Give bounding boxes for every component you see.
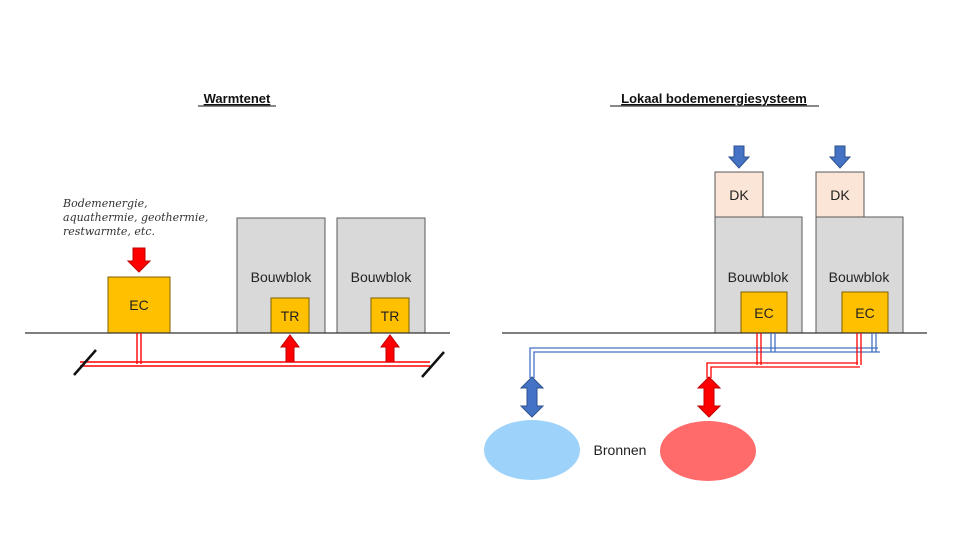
- roof-unit-1-label: DK: [729, 187, 749, 203]
- right-energy-center-1: [740, 291, 788, 334]
- sources-line-2: aquathermie, geothermie,: [63, 211, 208, 224]
- cold-well: [484, 420, 580, 480]
- right-building-2-label: Bouwblok: [829, 269, 891, 285]
- right-energy-center-2-label: EC: [855, 305, 874, 321]
- cold-well-double-arrow-icon: [519, 376, 545, 418]
- hot-well-double-arrow-icon: [696, 376, 722, 418]
- pipe-end-right: [421, 351, 445, 378]
- heat-network-pipes: [80, 333, 430, 367]
- left-title: Warmtenet: [204, 91, 271, 106]
- left-energy-center-label: EC: [129, 297, 148, 313]
- roof-unit-1: [714, 171, 764, 218]
- left-building-2-label: Bouwblok: [351, 269, 413, 285]
- substation-1-label: TR: [281, 308, 300, 324]
- hot-well: [660, 421, 756, 481]
- right-title: Lokaal bodemenergiesysteem: [621, 91, 807, 106]
- pipe-end-left: [73, 349, 97, 376]
- heat-input-arrow-icon: [126, 247, 152, 273]
- right-energy-center-2: [841, 291, 889, 334]
- wells-label: Bronnen: [594, 442, 647, 458]
- hot-pipes: [706, 333, 862, 378]
- right-energy-center-1-label: EC: [754, 305, 773, 321]
- roof-unit-2: [815, 171, 865, 218]
- cold-input-arrow-1-icon: [727, 145, 751, 169]
- supply-arrow-1-icon: [280, 334, 300, 363]
- cold-pipes: [529, 333, 880, 378]
- right-building-1-label: Bouwblok: [728, 269, 790, 285]
- cold-input-arrow-2-icon: [828, 145, 852, 169]
- substation-2: [370, 297, 410, 334]
- sources-line-3: restwarmte, etc.: [63, 225, 155, 238]
- roof-unit-2-label: DK: [830, 187, 850, 203]
- supply-arrow-2-icon: [380, 334, 400, 363]
- left-building-1-label: Bouwblok: [251, 269, 313, 285]
- sources-line-1: Bodemenergie,: [62, 197, 148, 210]
- substation-2-label: TR: [381, 308, 400, 324]
